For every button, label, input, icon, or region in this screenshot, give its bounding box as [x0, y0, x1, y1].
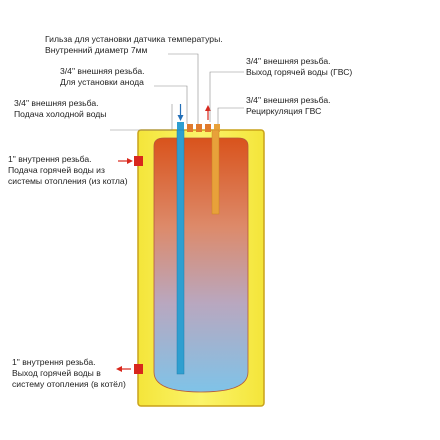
label-recirculation-line1: 3/4" внешняя резьба.: [246, 95, 331, 105]
label-cold-water: 3/4" внешняя резьба. Подача холодной вод…: [14, 98, 107, 120]
tank-body: [153, 137, 249, 393]
label-hot-water-out: 3/4" внешняя резьба. Выход горячей воды …: [246, 56, 352, 78]
label-heating-in-line1: 1" внутрення резьба.: [8, 154, 92, 164]
label-sensor-sleeve-line1: Гильза для установки датчика температуры…: [45, 34, 223, 44]
leader-lines: [110, 53, 244, 131]
hot-water-arrow: [205, 105, 211, 120]
cold-water-arrow: [177, 104, 184, 121]
label-anode: 3/4" внешняя резьба. Для установки анода: [60, 66, 145, 88]
label-heating-out: 1" внутрення резьба. Выход горячей воды …: [12, 357, 126, 390]
label-sensor-sleeve-line2: Внутренний диаметр 7мм: [45, 45, 148, 55]
label-anode-line2: Для установки анода: [60, 77, 144, 87]
fitting-sensor-sleeve: [196, 124, 202, 132]
label-hot-water-out-line1: 3/4" внешняя резьба.: [246, 56, 331, 66]
fitting-anode: [187, 124, 193, 132]
fitting-hot-water: [205, 124, 211, 132]
label-sensor-sleeve: Гильза для установки датчика температуры…: [45, 34, 223, 56]
heating-outlet-arrow: [116, 366, 131, 372]
recirculation-pipe: [211, 129, 220, 215]
label-recirculation-line2: Рециркуляция ГВС: [246, 106, 322, 116]
fitting-cold-water: [177, 122, 184, 132]
cold-water-pipe: [176, 129, 185, 375]
label-cold-water-line1: 3/4" внешняя резьба.: [14, 98, 99, 108]
label-recirculation: 3/4" внешняя резьба. Рециркуляция ГВС: [246, 95, 331, 117]
label-anode-line1: 3/4" внешняя резьба.: [60, 66, 145, 76]
heating-inlet-port: [134, 156, 143, 166]
label-cold-water-line2: Подача холодной воды: [14, 109, 107, 119]
label-heating-out-line2: Выход горячей воды в: [12, 368, 101, 378]
heating-outlet-port: [134, 364, 143, 374]
fitting-recirculation: [214, 124, 220, 132]
label-heating-out-line1: 1" внутрення резьба.: [12, 357, 96, 367]
label-heating-in-line3: системы отопления (из котла): [8, 176, 128, 186]
label-hot-water-out-line2: Выход горячей воды (ГВС): [246, 67, 353, 77]
heating-inlet-arrow: [118, 158, 133, 164]
label-heating-in: 1" внутрення резьба. Подача горячей воды…: [8, 154, 128, 187]
label-heating-in-line2: Подача горячей воды из: [8, 165, 105, 175]
label-heating-out-line3: систему отопления (в котёл): [12, 379, 126, 389]
